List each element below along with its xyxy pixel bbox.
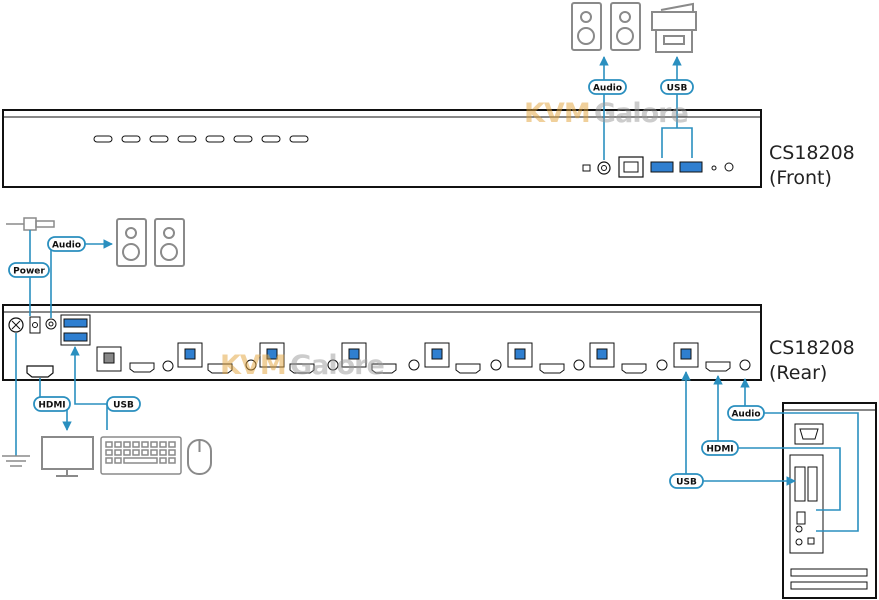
front-usb-tag (660, 79, 694, 95)
front-usb-label: USB (667, 84, 688, 94)
watermark-front: KVM Galore (524, 98, 689, 129)
usb-label: USB (113, 401, 134, 411)
watermark-rear: KVM Galore (220, 350, 385, 381)
hdmi-port-1 (129, 362, 155, 373)
rear-audio-tag (47, 236, 86, 252)
rear-panel (2, 304, 762, 381)
port-select-buttons (93, 135, 309, 143)
rear-speakers-icon (116, 218, 185, 267)
power-tag (8, 262, 50, 278)
front-audio-label: Audio (593, 84, 622, 94)
front-model-name: CS18208 (769, 142, 855, 164)
front-reset-hole (711, 165, 717, 171)
rear-view-label: (Rear) (769, 362, 827, 384)
power-label: Power (13, 267, 45, 277)
computer-tower-icon (782, 402, 877, 599)
monitor-icon (41, 436, 94, 477)
hdmi-label: HDMI (38, 401, 65, 411)
svg-text:Galore: Galore (290, 350, 384, 381)
front-view-label: (Front) (769, 167, 832, 189)
console-usb-cable (70, 346, 108, 430)
pc-usb-cable (681, 371, 796, 486)
rear-model-name: CS18208 (769, 337, 855, 359)
front-audio-tag (588, 79, 627, 95)
keyboard-icon (100, 436, 182, 475)
front-audio-jack (597, 161, 611, 175)
console-hdmi-port (26, 365, 54, 378)
usb-tag (106, 396, 141, 412)
front-rj45-port (618, 156, 644, 178)
svg-text:Galore: Galore (594, 98, 688, 129)
mouse-icon (187, 439, 212, 475)
pc-usb-tag (669, 473, 704, 489)
power-adapter-plug-icon (6, 217, 55, 231)
front-led (582, 164, 591, 172)
rear-audio-jack (45, 318, 57, 330)
kvm-port-groups (177, 342, 751, 374)
audio-port-1 (162, 360, 174, 372)
pc-usb-label: USB (676, 478, 697, 488)
front-usb-port-1 (650, 161, 674, 173)
pc-audio-label: Audio (731, 410, 760, 420)
ground-screw (8, 317, 24, 333)
usb-b-port-rs232 (96, 346, 122, 372)
ground-icon (2, 333, 30, 467)
hdmi-tag (33, 396, 71, 412)
console-usb-ports (60, 314, 91, 346)
front-usb-port-2 (679, 161, 703, 173)
speakers-icon (571, 2, 641, 51)
printer-icon (651, 2, 697, 53)
rear-audio-label: Audio (52, 241, 81, 251)
svg-text:KVM: KVM (220, 350, 286, 381)
svg-text:KVM: KVM (524, 98, 590, 129)
front-panel (2, 109, 762, 188)
pc-hdmi-label: HDMI (706, 445, 733, 455)
front-button (724, 162, 734, 172)
